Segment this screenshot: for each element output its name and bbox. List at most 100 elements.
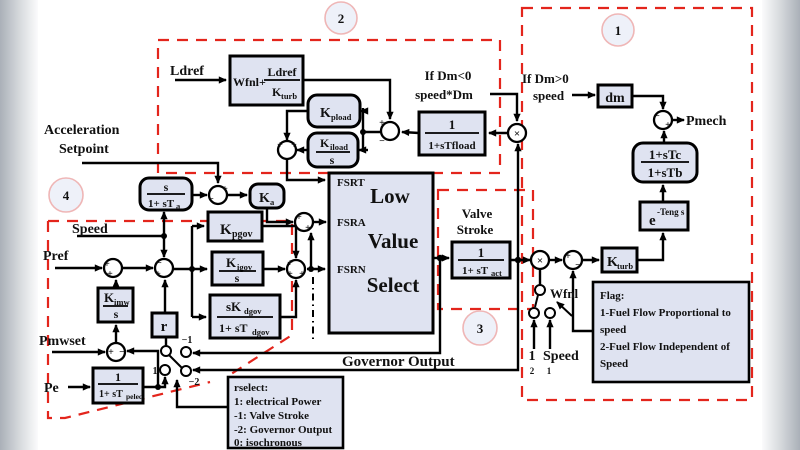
label-setpoint: Setpoint (59, 142, 109, 157)
region-3-border (436, 188, 535, 311)
fraction-denominator-sub: turb (281, 91, 297, 101)
label-pmech: Pmech (686, 114, 727, 129)
label-speed-times-dm: speed*Dm (415, 87, 473, 102)
label-pref: Pref (43, 249, 69, 264)
flag-input-1-label: 1 (529, 349, 536, 364)
blocks: Wfnl+ Ldref K turb K pload K iload s (91, 54, 699, 405)
block-text: K (259, 191, 270, 206)
sum-wfnl (562, 249, 584, 271)
fraction-numerator-sub: imw (114, 297, 130, 307)
text-labels: Ldref Acceleration Setpoint Speed Pref P… (39, 64, 727, 396)
fraction-denominator: 1+ sT (99, 389, 123, 400)
block-kturb: K turb (600, 246, 639, 274)
label-pmwset: Pmwset (39, 334, 86, 349)
sign: + (665, 120, 671, 131)
lvs-title-line1: Low (370, 184, 411, 208)
fraction-denominator: s (114, 307, 119, 321)
block-dm: dm (596, 83, 634, 109)
sum-pmech (652, 109, 674, 131)
block-teng-delay: e -Teng s (638, 200, 690, 232)
sign: − (575, 260, 581, 271)
fraction-denominator: 1+sTb (648, 165, 683, 180)
rselect-note-line3: -1: Valve Stroke (234, 410, 309, 422)
flag-pos-2: 2 (530, 366, 535, 376)
sign: + (155, 269, 161, 280)
region-2-badge (324, 1, 358, 35)
fraction-numerator: 1 (478, 245, 485, 260)
sign: + (104, 259, 110, 270)
signal-wires (52, 76, 686, 409)
sign: + (299, 269, 305, 280)
fraction-numerator: sK (226, 299, 242, 314)
label-speed-region1: speed (533, 88, 565, 103)
region-badges: 2 1 4 3 (48, 1, 635, 346)
fraction-numerator: K (104, 290, 115, 305)
sign: + (108, 347, 114, 358)
fraction-denominator-sub: act (491, 268, 502, 278)
label-stroke: Stroke (457, 222, 494, 237)
rselect-note-line4: -2: Governor Output (234, 424, 333, 436)
block-r: r (150, 311, 179, 339)
switch-label-minus2: −2 (189, 377, 200, 388)
flag-note-line4: 2-Fuel Flow Independent of (600, 341, 730, 353)
rselect-note-line2: 1: electrical Power (234, 396, 321, 408)
region-3-badge (462, 310, 498, 346)
block-tfload: 1 1+sTfload (417, 110, 487, 157)
right-gray-border (762, 0, 800, 450)
fraction-denominator: 1+ sT (219, 321, 248, 335)
switch-pole-contact (160, 345, 172, 357)
region-1-number: 1 (615, 23, 622, 38)
sum-fsra (293, 211, 315, 233)
lvs-title-line3: Select (367, 273, 419, 297)
rselect-note-box: rselect: 1: electrical Power -1: Valve S… (226, 375, 345, 450)
sign: − (379, 136, 385, 147)
fraction-denominator-sub: dgov (252, 327, 270, 337)
rselect-note-line5: 0: isochronous (234, 437, 303, 449)
block-text: e (649, 213, 656, 229)
flag-input-speed-label: Speed (543, 349, 579, 364)
sign: + (305, 223, 311, 234)
flag-switch: 1 Speed 2 1 (528, 284, 579, 376)
flag-pos-1: 1 (547, 366, 552, 376)
block-text: K (220, 222, 232, 238)
sum-pmwset (105, 341, 127, 363)
block-text: K (320, 106, 331, 121)
fraction-numerator: 1 (115, 370, 121, 384)
fraction-denominator: 1+sTfload (428, 140, 475, 152)
sign: + (291, 140, 297, 151)
label-speed: Speed (72, 222, 108, 237)
block-kigov: K igov s (210, 250, 265, 287)
times-sign: × (537, 255, 543, 267)
fraction-denominator: s (330, 153, 335, 167)
region-1-badge (601, 13, 635, 47)
fraction-denominator: s (235, 271, 240, 285)
region-3-number: 3 (477, 321, 484, 336)
block-tpelec: 1 1+ sT pelec (91, 366, 145, 405)
flag-note-line2: 1-Fuel Flow Proportional to (600, 307, 731, 319)
switch-label-1: 1 (153, 366, 158, 377)
block-tact: 1 1+ sT act (450, 240, 512, 280)
block-sub: a (270, 197, 275, 207)
block-kdgov: sK dgov 1+ sT dgov (208, 293, 282, 340)
region-1-border (520, 6, 754, 402)
flag-note-line3: speed (600, 324, 626, 336)
label-ldref: Ldref (170, 64, 204, 79)
switch-contact-1 (159, 364, 171, 376)
sign: + (107, 269, 113, 280)
label-governor-output: Governor Output (342, 354, 455, 370)
sum-fsrn (285, 258, 307, 280)
sign: + (296, 212, 302, 223)
block-low-value-select: FSRT FSRA FSRN Low Value Select (327, 171, 435, 335)
switch-label-minus1: −1 (182, 335, 193, 346)
sign: − (208, 194, 214, 205)
switch-contact-minus2 (180, 365, 192, 377)
lvs-title-line2: Value (368, 229, 419, 253)
junctions: × × + − + + − + + + + + + + + − + + − − … (102, 109, 674, 363)
lvs-input-fsra: FSRA (337, 217, 366, 229)
sum-tfload (379, 120, 401, 142)
times-sign: × (514, 128, 520, 140)
label-pe: Pe (44, 381, 59, 396)
sign: − (156, 258, 162, 269)
block-text: dm (605, 91, 625, 106)
sum-load-pi (276, 139, 298, 161)
